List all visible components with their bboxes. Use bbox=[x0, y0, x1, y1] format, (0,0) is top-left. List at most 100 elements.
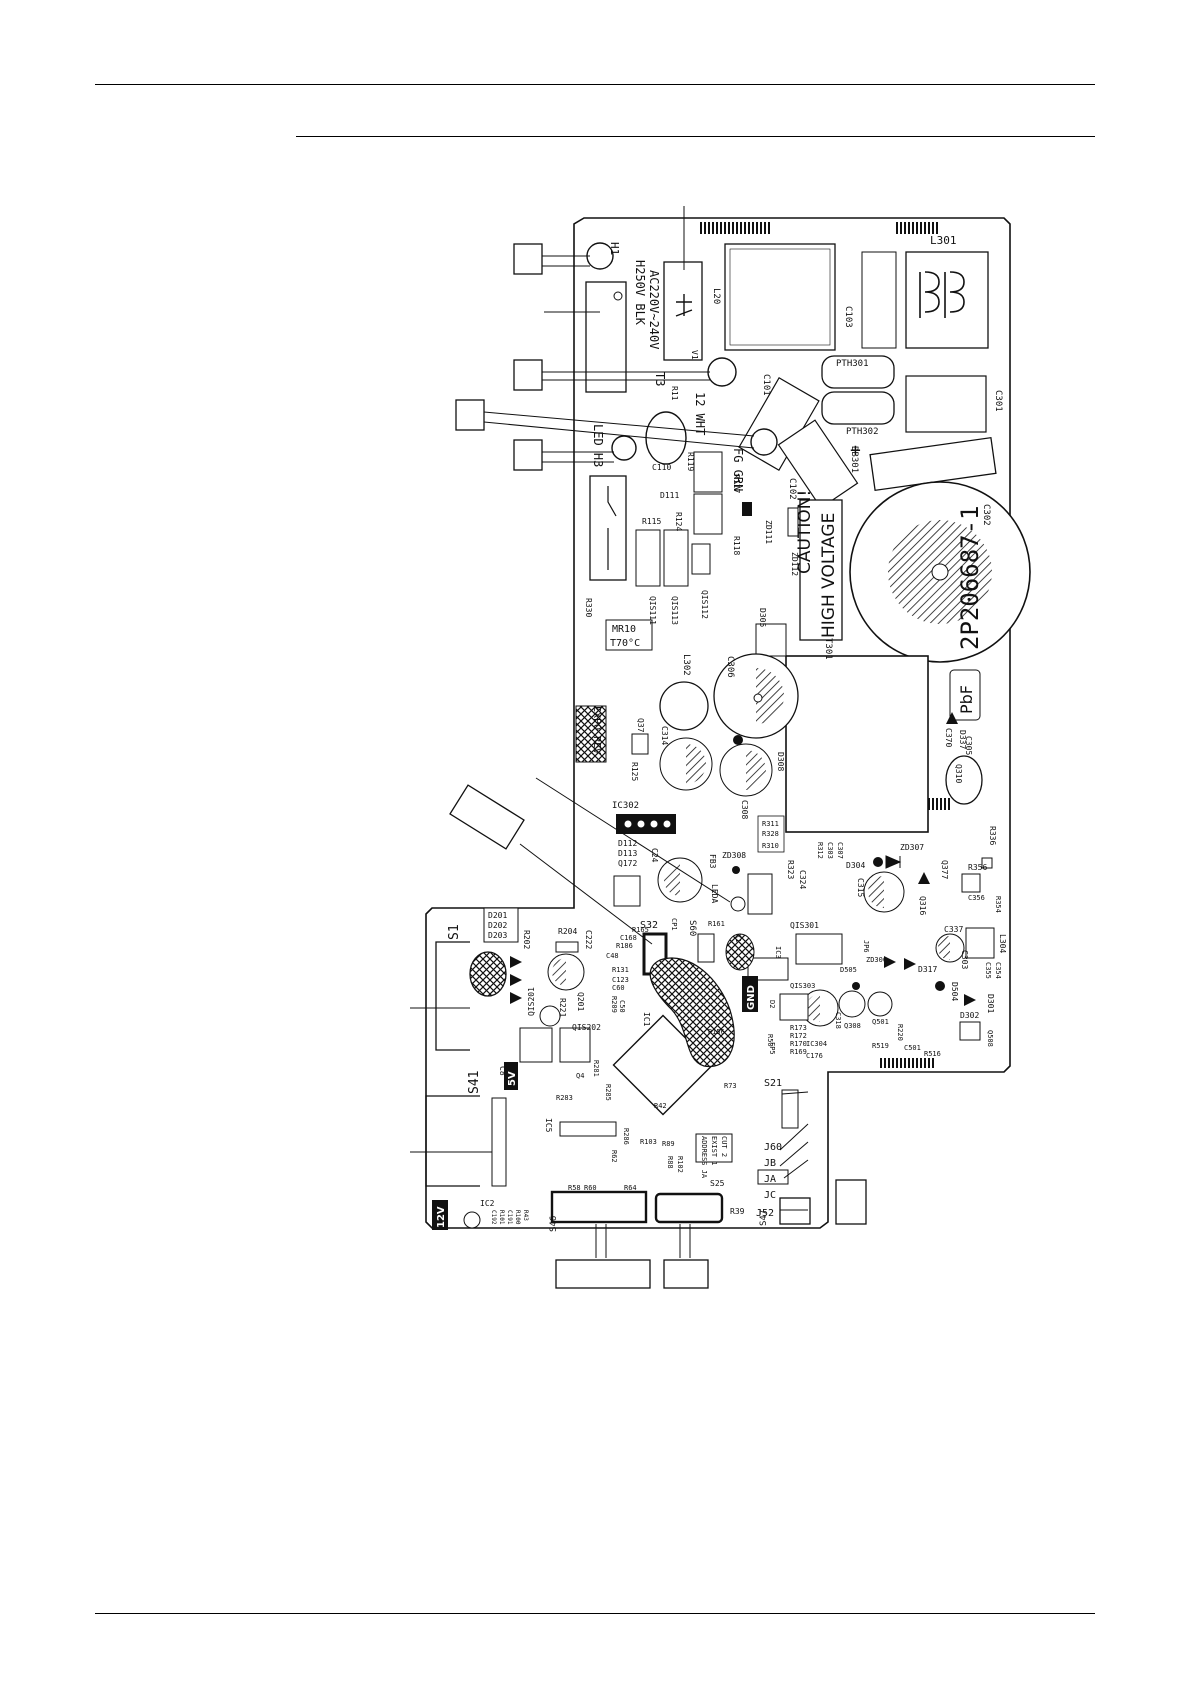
ic302-pin-1 bbox=[624, 820, 632, 828]
ic5-label: IC5 bbox=[544, 1118, 553, 1133]
c192-label: C192 bbox=[490, 1210, 497, 1225]
edge-strip-top bbox=[700, 222, 770, 234]
c176-label: C176 bbox=[806, 1052, 823, 1060]
d202-label: D202 bbox=[488, 921, 507, 930]
c24-label: C24 bbox=[650, 848, 659, 863]
qis111 bbox=[635, 529, 661, 587]
r62-label: R62 bbox=[610, 1150, 618, 1163]
c370-label: C370 bbox=[944, 728, 953, 747]
ic302-pin-2 bbox=[637, 820, 645, 828]
c8-label: C8 bbox=[498, 1066, 507, 1076]
d301-symbol bbox=[964, 994, 976, 1006]
s1-sensor bbox=[469, 951, 507, 997]
zd306-label: ZD306 bbox=[866, 956, 887, 964]
d308-label: D308 bbox=[776, 752, 785, 771]
callout-box-3 bbox=[455, 399, 485, 431]
s60-label: S60 bbox=[687, 920, 697, 936]
ic304-label: IC304 bbox=[806, 1040, 827, 1048]
h3-terminal bbox=[611, 435, 637, 461]
callout-lines bbox=[410, 206, 809, 1258]
r311-label: R311 bbox=[762, 820, 779, 828]
wht-label: 12 WHT bbox=[693, 392, 707, 435]
c308-label: C308 bbox=[740, 800, 749, 819]
r328-label: R328 bbox=[762, 830, 779, 838]
l304-label: L304 bbox=[998, 934, 1007, 953]
ic302-label: IC302 bbox=[612, 801, 639, 811]
d337-label: D337 bbox=[958, 730, 967, 749]
s1-leds bbox=[510, 956, 522, 1004]
qis111-label: QIS111 bbox=[648, 596, 657, 625]
r118-label: R118 bbox=[732, 536, 741, 555]
v5-label: 5V bbox=[507, 1071, 518, 1086]
h3-label: LED H3 bbox=[591, 424, 605, 467]
d504-label: D504 bbox=[950, 982, 959, 1001]
ic302-pin-4 bbox=[663, 820, 671, 828]
c308-shading bbox=[746, 750, 766, 790]
r103-label: R103 bbox=[640, 1138, 657, 1146]
c318-shading bbox=[806, 994, 820, 1022]
q4-label: Q4 bbox=[576, 1072, 584, 1080]
c356-label: C356 bbox=[968, 894, 985, 902]
jb-label: JB bbox=[764, 1158, 776, 1169]
r202-label: R202 bbox=[522, 930, 531, 949]
s47-connector bbox=[779, 1197, 811, 1225]
q501-cap bbox=[867, 991, 893, 1017]
r286-label: R286 bbox=[622, 1128, 630, 1145]
l302-label: L302 bbox=[681, 654, 691, 676]
r88-label: R88 bbox=[666, 1156, 674, 1169]
j52-label: J52 bbox=[756, 1208, 774, 1219]
s21-label: S21 bbox=[764, 1078, 782, 1089]
callout-box-5 bbox=[449, 784, 525, 850]
r204-label: R204 bbox=[558, 927, 577, 936]
c222-label: C222 bbox=[584, 930, 593, 949]
l301-label: L301 bbox=[930, 234, 957, 247]
r356-block bbox=[961, 873, 981, 893]
cut-label: CUT 2 bbox=[720, 1136, 728, 1157]
r117-label: R117 bbox=[732, 474, 741, 493]
c318-label: C318 bbox=[834, 1012, 842, 1029]
c306-label: C306 bbox=[725, 656, 735, 678]
zd307-symbol bbox=[885, 855, 902, 869]
c324-label: C324 bbox=[798, 870, 807, 889]
q37-label: Q37 bbox=[636, 718, 645, 733]
pth302 bbox=[821, 391, 895, 425]
r221-part bbox=[539, 1005, 561, 1027]
q172-label: Q172 bbox=[618, 859, 637, 868]
callout-box-2 bbox=[513, 359, 543, 391]
s46-connector bbox=[550, 1190, 648, 1224]
d337-symbol bbox=[946, 712, 958, 724]
r58-label: R58 bbox=[568, 1184, 581, 1192]
r516-label: R516 bbox=[924, 1050, 941, 1058]
c101-label: C101 bbox=[761, 374, 771, 396]
d305-label: D305 bbox=[758, 608, 767, 627]
c337-label: C337 bbox=[944, 925, 963, 934]
t70-label: T70°C bbox=[610, 638, 640, 649]
r186-label: R186 bbox=[616, 942, 633, 950]
ja-label: JA bbox=[764, 1174, 776, 1185]
callout-box-1 bbox=[513, 243, 543, 275]
callout-box-6 bbox=[835, 1179, 867, 1225]
d2-label: D2 bbox=[768, 1000, 776, 1008]
d304-label: D304 bbox=[846, 861, 865, 870]
ic2-label: IC2 bbox=[480, 1199, 495, 1208]
c306-shading bbox=[756, 668, 784, 724]
zd111 bbox=[742, 502, 752, 516]
v1-label: V1 bbox=[690, 350, 699, 360]
address-box bbox=[695, 1133, 733, 1163]
s41-label: S41 bbox=[467, 1071, 482, 1094]
mount-hole bbox=[945, 755, 983, 805]
qis201-label: QIS201 bbox=[527, 987, 536, 1016]
d201-label: D201 bbox=[488, 911, 507, 920]
fg-terminal bbox=[750, 428, 778, 456]
c110-label: C110 bbox=[652, 463, 671, 472]
r125-label: R125 bbox=[630, 762, 639, 781]
s1-label: S1 bbox=[447, 924, 462, 940]
r73-label: R73 bbox=[724, 1082, 737, 1090]
r312-label: R312 bbox=[816, 842, 824, 859]
r519-label: R519 bbox=[872, 1042, 889, 1050]
c24-shading bbox=[664, 864, 680, 896]
d111-label: D111 bbox=[660, 491, 679, 500]
qis301-label: QIS301 bbox=[790, 921, 819, 930]
r330-label: R330 bbox=[584, 598, 593, 617]
d308-dot bbox=[733, 735, 743, 745]
